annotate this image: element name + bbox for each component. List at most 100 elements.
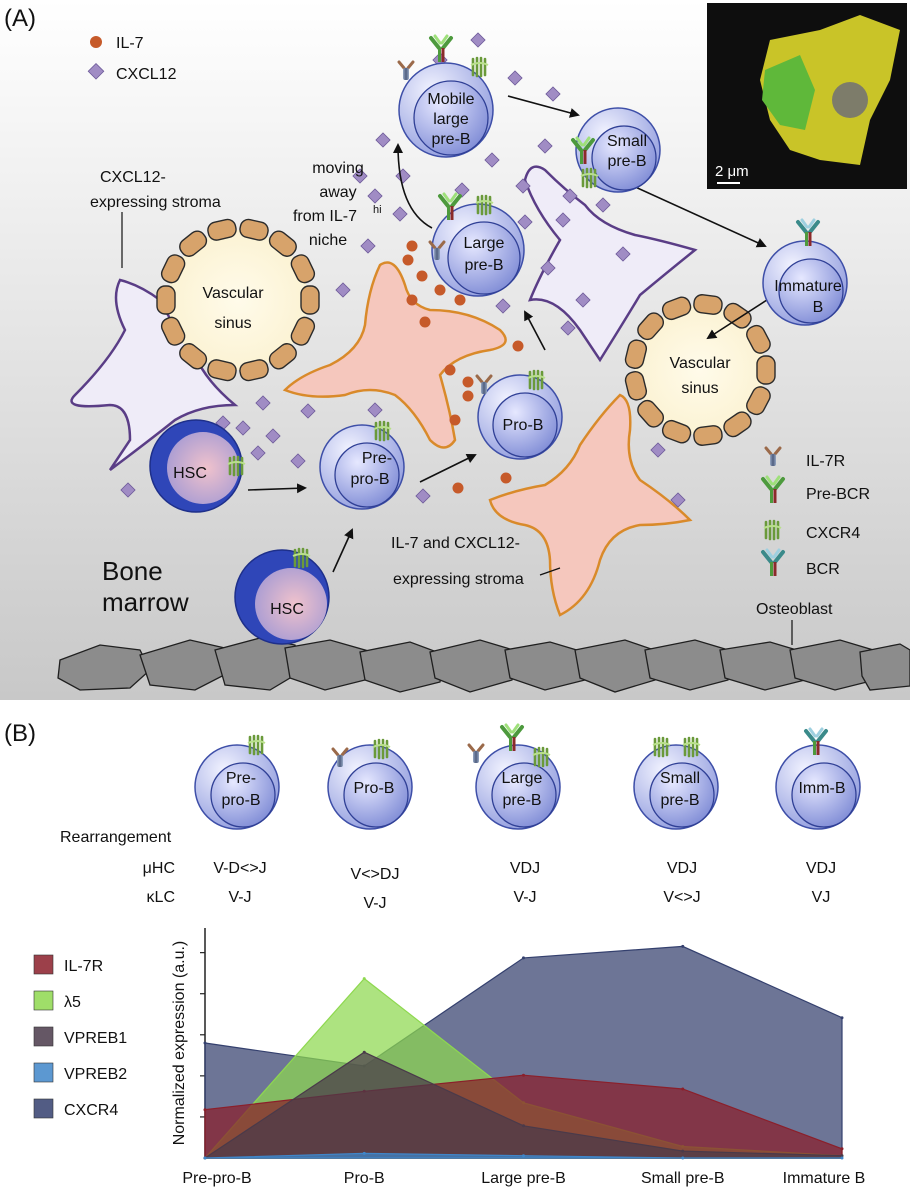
sinus-left-line1: Vascular — [202, 285, 264, 302]
cxcl12-diamond — [650, 442, 666, 458]
cxcl12-diamond — [545, 86, 561, 102]
panel-b-cell-label: pre-B — [660, 792, 699, 809]
data-point — [362, 1151, 366, 1155]
panel-b-cell-0: Pre-pro-B — [194, 734, 280, 830]
data-point — [203, 1156, 207, 1160]
endothelial-cell — [661, 419, 692, 444]
cell-large-pre-b: Large pre-B — [428, 192, 525, 297]
il7-dot — [444, 364, 456, 376]
cell-hsc-top: HSC — [149, 419, 247, 513]
endothelial-cell — [756, 355, 776, 385]
il7-dot — [402, 254, 414, 266]
mobile-large-pre-b-line3: pre-B — [431, 131, 470, 148]
sinus-right-line2: sinus — [681, 380, 718, 397]
hsc-bottom-label: HSC — [270, 601, 304, 618]
endothelial-cell — [156, 285, 176, 315]
y-axis-ticks — [200, 952, 205, 1118]
data-point — [840, 1156, 844, 1160]
legend-label: CXCR4 — [64, 1102, 118, 1119]
data-point — [522, 956, 525, 960]
endothelial-cell — [746, 386, 771, 416]
cxcl12-diamond — [595, 197, 611, 213]
rearrangement-value: VJ — [812, 889, 831, 906]
cxcl12-diamond — [300, 403, 316, 419]
receptor-legend: IL-7R Pre-BCR CXCR4 BCR — [761, 446, 870, 578]
cxcl12-diamond — [255, 395, 271, 411]
data-point — [840, 1154, 844, 1158]
mobile-large-pre-b-line1: Mobile — [427, 91, 474, 108]
mobile-large-pre-b-line2: large — [433, 111, 469, 128]
cxcl12-diamond — [367, 402, 383, 418]
endothelial-cell — [723, 411, 752, 438]
il7-dot — [512, 340, 524, 352]
x-tick-label: Small pre-B — [641, 1170, 725, 1187]
cxcl12-diamond — [290, 453, 306, 469]
data-point — [203, 1108, 207, 1112]
cxcl12-diamond — [555, 212, 571, 228]
rearrangement-value: VDJ — [667, 860, 697, 877]
small-pre-b-line1: Small — [607, 133, 647, 150]
data-point — [681, 1156, 685, 1160]
endothelial-cell — [179, 230, 208, 257]
legend-label: λ5 — [64, 994, 81, 1011]
endothelial-cell — [160, 254, 186, 284]
legend-cxcr4-label: CXCR4 — [806, 525, 860, 542]
cxcl12-diamond — [375, 132, 391, 148]
il7-cytokine-dots — [402, 240, 524, 494]
panel-b-cell-label: Pro-B — [354, 780, 395, 797]
endothelial-cell — [160, 316, 186, 346]
data-point — [362, 1050, 366, 1054]
cxcl12-diamond — [360, 238, 376, 254]
differentiation-arrows — [247, 95, 771, 573]
sinus-right-line1: Vascular — [669, 355, 731, 372]
il7-dot — [449, 414, 461, 426]
hsc-top-label: HSC — [173, 465, 207, 482]
klc-row-label: κLC — [147, 889, 175, 906]
panel-b-cell-label: Large — [502, 770, 543, 787]
cxcl12-diamond — [235, 420, 251, 436]
legend-swatch — [33, 954, 54, 975]
legend-bcr-label: BCR — [806, 561, 840, 578]
endothelial-cell — [624, 339, 648, 369]
endothelial-cell — [207, 359, 237, 382]
moving-away-line2: away — [319, 184, 356, 201]
cxcl12-diamond — [415, 488, 431, 504]
endothelial-cell — [746, 324, 771, 354]
cxcl12-diamond — [265, 428, 281, 444]
cxcl12-diamond — [540, 260, 556, 276]
legend-label: IL-7R — [64, 958, 103, 975]
legend-il7r-label: IL-7R — [806, 453, 845, 470]
cxcl12-stroma-label-line1: CXCL12- — [100, 169, 166, 186]
endothelial-cell — [239, 359, 269, 382]
pre-pro-b-line1: Pre- — [362, 450, 392, 467]
endothelial-cell — [300, 285, 320, 315]
rearrangement-value: V-D<>J — [213, 860, 266, 877]
vascular-sinus-right: Vascular sinus — [624, 294, 776, 446]
cxcl12-diamond — [392, 206, 408, 222]
data-point — [522, 1154, 525, 1158]
cxcl12-diamond — [507, 70, 523, 86]
legend-label: VPREB2 — [64, 1066, 127, 1083]
cxcl12-diamond — [537, 138, 553, 154]
data-point — [362, 977, 366, 981]
il7-stroma-label-line1: IL-7 and CXCL12- — [391, 535, 520, 552]
large-pre-b-line2: pre-B — [464, 257, 503, 274]
cell-mobile-large-pre-b: Mobile large pre-B — [397, 34, 494, 158]
panel-b-cell-1: Pro-B — [327, 738, 413, 830]
endothelial-cell — [661, 296, 692, 321]
endothelial-cell — [290, 316, 316, 346]
immature-b-line2: B — [813, 299, 824, 316]
cxcl12-diamond — [670, 492, 686, 508]
cxcl12-diamond — [120, 482, 136, 498]
data-point — [203, 1041, 207, 1045]
il7-dot — [419, 316, 431, 328]
cxcl12-diamond — [575, 292, 591, 308]
il7-legend-dot-icon — [90, 36, 102, 48]
cell-pro-b: Pro-B — [475, 369, 563, 460]
rearrangement-title: Rearrangement — [60, 829, 172, 846]
endothelial-cell — [268, 230, 297, 257]
x-tick-label: Pro-B — [344, 1170, 385, 1187]
